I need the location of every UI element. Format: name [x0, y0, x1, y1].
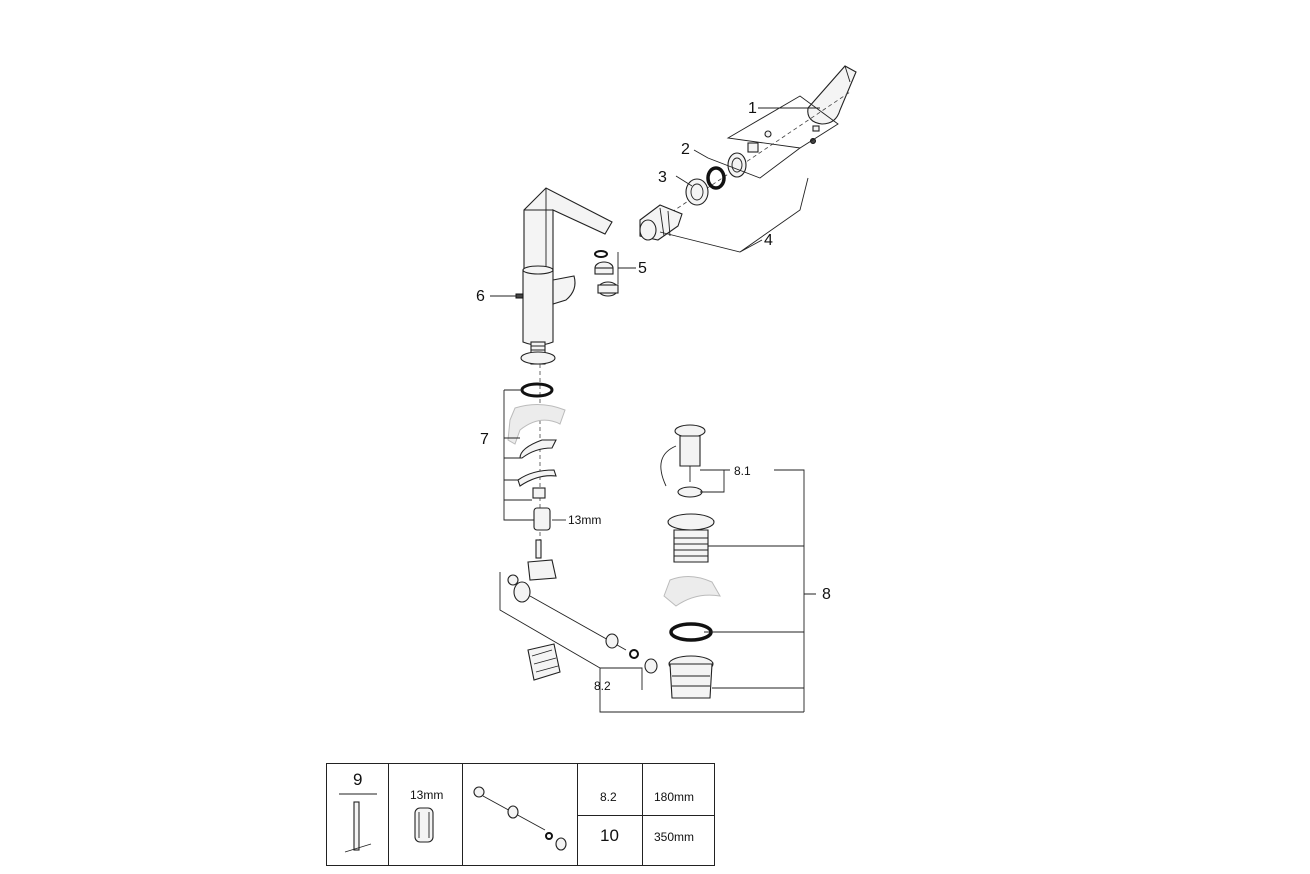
- callout-2: 2: [681, 141, 690, 158]
- faucet-body-part: [515, 187, 613, 346]
- mounting-set-part: [507, 382, 566, 531]
- cartridge-part: [639, 204, 683, 241]
- allen-key-icon: [339, 793, 377, 853]
- callout-3: 3: [658, 169, 667, 186]
- callout-8-2: 8.2: [594, 679, 611, 693]
- adapter-ring-part: [685, 178, 709, 206]
- lever-handle-part: [807, 65, 857, 144]
- spare-parts-table: 9 13mm 8.2 180mm 10 350mm: [326, 763, 715, 866]
- callout-6: 6: [476, 288, 485, 305]
- tool-cell: 9: [327, 764, 389, 865]
- flexible-hose-part: [527, 643, 561, 681]
- callout-8: 8: [822, 586, 831, 603]
- length-key-1: 8.2: [600, 790, 617, 804]
- wrench-size: 13mm: [410, 788, 444, 802]
- rod-set-cell: [463, 764, 578, 865]
- cover-ring-part: [706, 142, 759, 190]
- wrench-cell: 13mm: [389, 764, 463, 865]
- callout-7: 7: [480, 431, 489, 448]
- length-key-2: 10: [600, 826, 619, 845]
- aerator-part: [594, 250, 619, 297]
- waste-body-part: [663, 513, 721, 699]
- wrench-size-label: 13mm: [568, 513, 601, 527]
- callout-bracket-8-2: [499, 572, 804, 713]
- tool-number: 9: [353, 770, 363, 789]
- callout-bracket-8: [700, 469, 816, 712]
- popup-rod-set-part: [507, 539, 658, 674]
- nut-socket-icon: [414, 807, 434, 843]
- length-value-2: 350mm: [654, 830, 695, 844]
- callout-8-1: 8.1: [734, 464, 751, 478]
- callout-1: 1: [748, 100, 757, 117]
- callout-4: 4: [764, 232, 773, 249]
- callout-leaders-top: [490, 95, 839, 297]
- callout-bracket-7: [503, 389, 534, 521]
- popup-rod-icon: [473, 786, 567, 851]
- length-value-1: 180mm: [654, 790, 695, 804]
- hose-connector-part: [520, 341, 556, 540]
- length-grid-cell: 8.2 180mm 10 350mm: [578, 764, 714, 865]
- waste-plug-part: [660, 424, 706, 498]
- callout-5: 5: [638, 260, 647, 277]
